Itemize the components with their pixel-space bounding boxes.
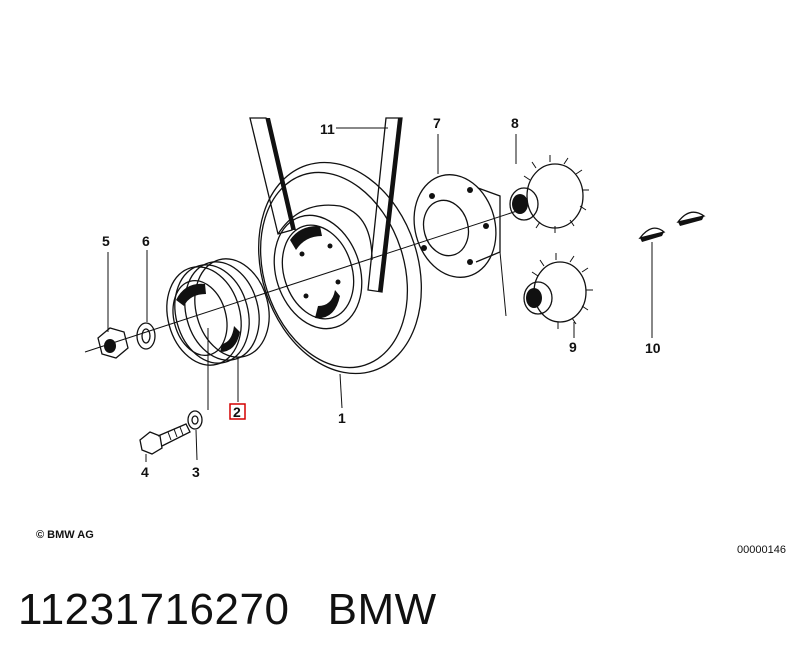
axis-line [84,209,521,353]
part-nut [97,327,129,359]
callout-5: 5 [102,233,110,249]
part-number: 11231716270 [18,585,290,634]
part-lock-washer [187,410,203,430]
callout-1: 1 [338,410,346,426]
part-damper [258,161,422,375]
callout-6: 6 [142,233,150,249]
diagram-number: 00000146 [737,544,786,556]
brand-name: BMW [327,585,437,634]
part-v-belt [249,117,403,293]
part-washer [136,322,156,350]
part-belt-pulley [166,258,270,366]
leader-lines [107,127,653,462]
part-bolt [139,423,191,455]
part-sprocket-lower [523,253,593,329]
callout-2-highlight [229,403,246,420]
callout-7: 7 [433,115,441,131]
callout-10: 10 [645,340,661,356]
callout-2: 2 [233,404,241,420]
callout-11: 11 [320,121,335,137]
callout-9: 9 [569,339,577,355]
part-hub [413,174,501,278]
callout-4: 4 [141,464,149,480]
callout-3: 3 [192,464,200,480]
part-woodruff-keys [638,211,706,242]
copyright-notice: © BMW AG [36,529,94,541]
part-sprocket-upper [509,155,589,233]
footer-part-info: 11231716270 BMW [18,585,437,635]
callout-8: 8 [511,115,519,131]
